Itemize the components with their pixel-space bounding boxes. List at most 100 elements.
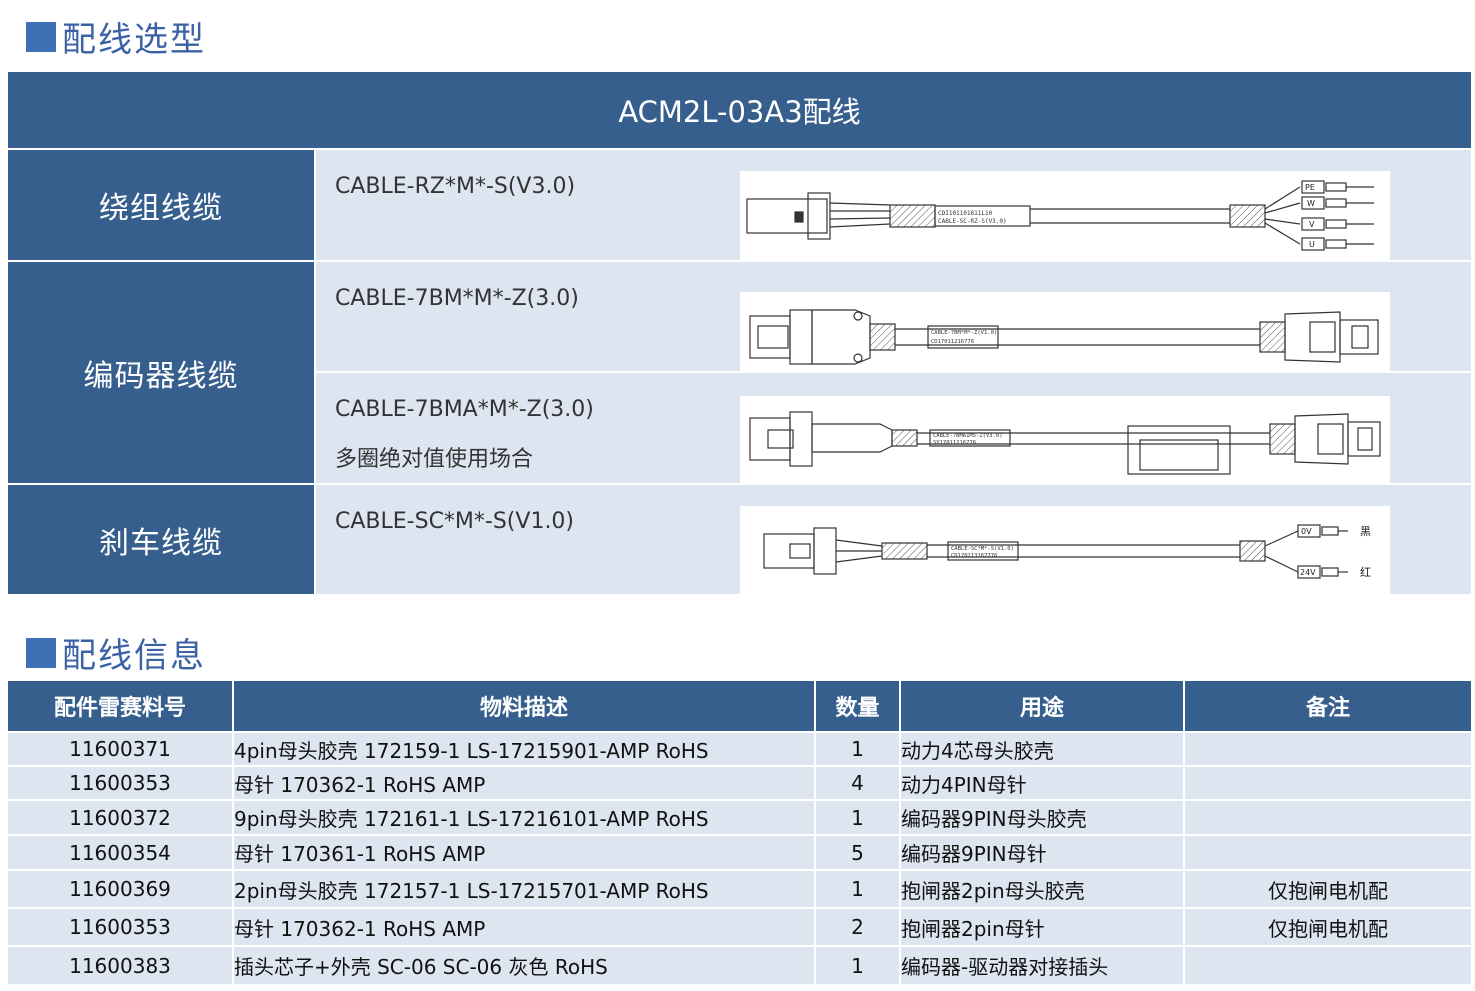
column-divider [899,836,901,869]
brake-pin-24v: 24V [1300,568,1316,577]
cell-usage: 动力4芯母头胶壳 [901,738,1054,763]
cell-description: 4pin母头胶壳 172159-1 LS-17215901-AMP RoHS [234,738,709,763]
encoder-tag-line2: CD17011216776 [931,339,974,345]
cable-model: CABLE-SC*M*-S(V1.0) [335,509,575,534]
cell-remark [1185,767,1471,799]
cell-remark [1185,947,1471,984]
column-divider [1183,947,1185,984]
cell-usage: 抱闸器2pin母头胶壳 [901,878,1085,903]
column-divider [232,767,234,799]
row-divider [316,371,1471,373]
table-row: 11600369 2pin母头胶壳 172157-1 LS-17215701-AM… [8,871,1471,907]
cell-usage: 动力4PIN母针 [901,772,1027,797]
encoder-absolute-cable-drawing: CABLE-7BMA1M5-Z(V3.0) SY17011216776 [740,396,1390,490]
cell-remark [1185,836,1471,869]
section-title-selection: 配线选型 [26,12,206,61]
cell-part-number: 11600369 [69,877,171,901]
column-divider [899,767,901,799]
section-title-text: 配线选型 [62,20,206,60]
cable-note: 多圈绝对值使用场合 [335,447,534,472]
brake-tag-line2: CD170213167776 [951,553,997,559]
table-row: 11600353 母针 170362-1 RoHS AMP 2 抱闸器2pin母针 仅抱… [8,909,1471,945]
winding-pin-w: W [1307,199,1315,208]
header-part-number: 配件雷赛料号 [8,681,232,731]
header-description: 物料描述 [234,681,814,731]
cell-part-number: 11600353 [69,771,171,795]
header-remark: 备注 [1185,681,1471,731]
cell-remark: 仅抱闸电机配 [1268,916,1388,941]
column-divider [899,801,901,834]
cell-quantity: 1 [851,737,864,761]
cell-usage: 抱闸器2pin母针 [901,916,1045,941]
cable-row-winding: CABLE-RZ*M*-S(V3.0) [316,150,1471,260]
section-marker-icon [26,637,56,668]
winding-pin-v: V [1309,220,1315,229]
cell-quantity: 1 [851,805,864,830]
cell-part-number: 11600372 [69,805,171,830]
cell-remark [1185,801,1471,834]
section-title-info: 配线信息 [26,628,206,677]
encoder-tag-line1: CABLE-7BM*M*-Z(V1.0) [931,330,997,336]
cell-description: 2pin母头胶壳 172157-1 LS-17215701-AMP RoHS [234,878,709,903]
brake-cable-svg: CABLE-SC*M*-S(V1.0) CD170213167776 0V 24… [763,524,1371,579]
column-divider [1183,909,1185,945]
cell-description: 母针 170362-1 RoHS AMP [234,916,486,941]
cell-usage: 编码器9PIN母针 [901,842,1047,866]
column-divider [814,871,816,907]
encoder-absolute-cable-svg: CABLE-7BMA1M5-Z(V3.0) SY17011216776 [749,411,1381,475]
column-divider [814,947,816,984]
column-divider [814,733,816,765]
category-encoder-cable: 编码器线缆 [8,262,314,483]
column-divider [1183,871,1185,907]
cell-remark [1185,733,1471,765]
column-divider [232,836,234,869]
cell-part-number: 11600353 [69,915,171,939]
encoder-cable-drawing: CABLE-7BM*M*-Z(V1.0) CD17011216776 [740,292,1390,376]
section-title-text: 配线信息 [62,636,206,676]
encoder-abs-tag-line1: CABLE-7BMA1M5-Z(V3.0) [933,433,1003,439]
cable-row-encoder: CABLE-7BM*M*-Z(3.0) [316,262,1471,376]
column-divider [814,909,816,945]
cell-quantity: 1 [851,953,864,978]
column-divider [1183,767,1185,799]
cell-remark: 仅抱闸电机配 [1268,878,1388,903]
cell-quantity: 4 [851,771,864,795]
brake-cable-drawing: CABLE-SC*M*-S(V1.0) CD170213167776 0V 24… [740,506,1390,594]
category-winding-cable: 绕组线缆 [8,150,314,260]
brake-wire-black: 黑 [1360,525,1371,538]
header-quantity: 数量 [816,681,899,731]
brake-tag-line1: CABLE-SC*M*-S(V1.0) [951,546,1014,552]
column-divider [814,801,816,834]
encoder-abs-tag-line2: SY17011216776 [933,440,976,446]
column-divider [232,909,234,945]
cell-description: 母针 170361-1 RoHS AMP [234,842,486,866]
winding-tag-line2: CABLE-SC-RZ-S(V3.0) [938,218,1007,225]
column-divider [232,947,234,984]
winding-cable-drawing: CDI101101811L10 CABLE-SC-RZ-S(V3.0) PE W… [740,171,1390,260]
column-divider [1183,733,1185,765]
column-divider [899,871,901,907]
cell-quantity: 5 [851,840,864,865]
cable-row-brake: CABLE-SC*M*-S(V1.0) [316,485,1471,594]
cable-model: CABLE-7BM*M*-Z(3.0) [335,286,579,311]
cable-row-encoder-absolute: CABLE-7BMA*M*-Z(3.0) 多圈绝对值使用场合 [316,373,1471,490]
winding-tag-line1: CDI101101811L10 [938,210,993,217]
column-divider [814,767,816,799]
cell-quantity: 2 [851,915,864,939]
winding-cable-svg: CDI101101811L10 CABLE-SC-RZ-S(V3.0) PE W… [746,180,1374,251]
column-divider [899,733,901,765]
cell-part-number: 11600383 [69,953,171,978]
table-row: 11600371 4pin母头胶壳 172159-1 LS-17215901-AM… [8,733,1471,765]
cell-part-number: 11600371 [69,737,171,761]
encoder-cable-svg: CABLE-7BM*M*-Z(V1.0) CD17011216776 [749,309,1379,365]
cable-selection-table: ACM2L-03A3配线 绕组线缆 编码器线缆 刹车线缆 CABLE-RZ*M*… [8,72,1471,594]
cell-description: 插头芯子+外壳 SC-06 SC-06 灰色 RoHS [234,955,608,979]
cable-model: CABLE-7BMA*M*-Z(3.0) [335,397,594,422]
brake-wire-red: 红 [1360,566,1371,579]
column-divider [1183,836,1185,869]
column-divider [232,871,234,907]
